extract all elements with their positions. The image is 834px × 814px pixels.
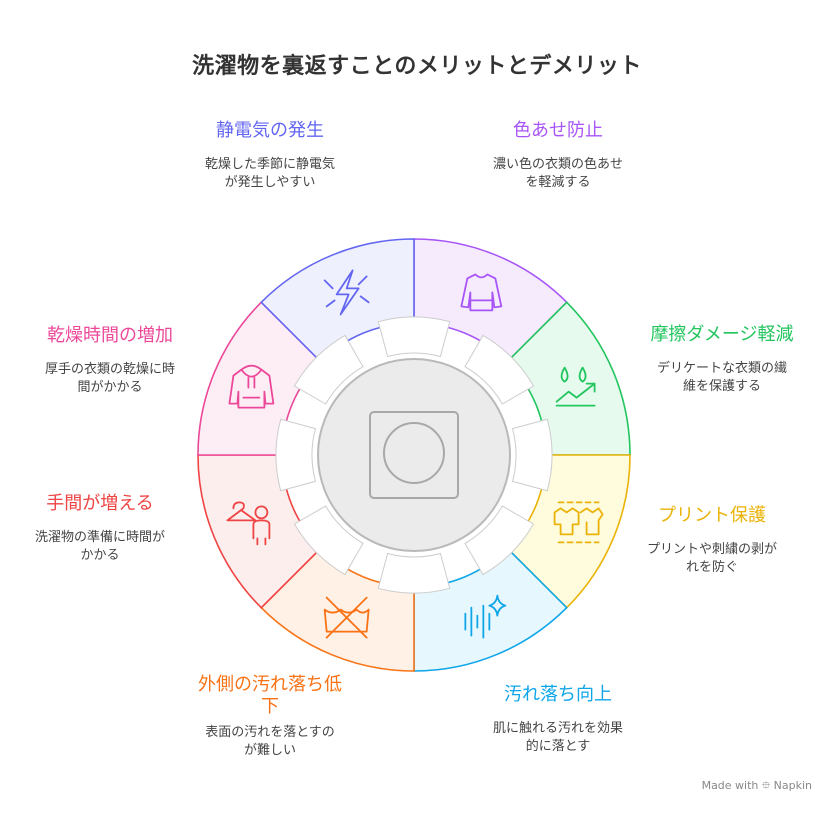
label-description: デリケートな衣類の繊維を保護する [612,360,832,396]
desc-line-2: が難しい [243,743,296,758]
static-bolt-icon [323,269,370,316]
desc-line-1: 表面の汚れを落とすの [205,725,335,740]
label-time: 手間が増える洗濯物の準備に時間がかかる [10,493,190,565]
desc-line-2: かかる [80,548,120,563]
label-title: 色あせ防止 [513,120,603,141]
label-title: 汚れ落ち向上 [504,684,612,705]
label-title: 手間が増える [46,493,154,514]
label-dye: 色あせ防止濃い色の衣類の色あせを軽減する [458,120,658,192]
label-damage: 摩擦ダメージ軽減デリケートな衣類の繊維を保護する [612,324,832,396]
label-description: プリントや刺繍の剥がれを防ぐ [612,541,812,577]
connector-tab [464,334,535,405]
desc-line-1: デリケートな衣類の繊 [656,361,787,376]
sweater-icon [460,273,503,312]
label-title: 摩擦ダメージ軽減 [650,324,794,345]
connector-tab [293,334,364,405]
label-title: 外側の汚れ落ち低 [198,674,342,695]
label-description: 濃い色の衣類の色あせを軽減する [458,156,658,192]
desc-line-1: 厚手の衣類の乾燥に時 [44,362,175,377]
diagram-title: 洗濯物を裏返すことのメリットとデメリット [192,54,642,79]
no-wash-icon [323,596,370,639]
desc-line-2: 的に落とす [525,739,591,754]
label-dirt-in: 汚れ落ち向上肌に触れる汚れを効果的に落とす [458,684,658,756]
connector-tab [464,505,535,576]
tshirts-icon [553,501,604,544]
label-description: 表面の汚れを落とすのが難しい [170,724,370,760]
label-title-cont: 下 [261,696,279,717]
desc-line-2: 維を保護する [682,379,761,394]
label-description: 肌に触れる汚れを効果的に落とす [458,720,658,756]
desc-line-1: 洗濯物の準備に時間が [34,530,165,545]
connector-tab [275,418,317,492]
label-title: 静電気の発生 [216,120,324,141]
desc-line-2: 間がかかる [77,380,143,395]
hub-circle [317,358,511,552]
label-description: 乾燥した季節に静電気が発生しやすい [170,156,370,192]
desc-line-1: プリントや刺繍の剥が [646,542,777,557]
desc-line-2: れを防ぐ [685,560,738,575]
label-dirt-out: 外側の汚れ落ち低下表面の汚れを落とすのが難しい [170,674,370,760]
sparkle-wave-icon [464,594,507,639]
connector-tab [377,316,451,358]
connector-tab [377,552,451,594]
desc-line-1: 濃い色の衣類の色あせ [492,157,623,172]
label-title: 乾燥時間の増加 [47,325,173,346]
connector-tab [511,418,553,492]
desc-line-2: が発生しやすい [224,175,316,190]
label-static: 静電気の発生乾燥した季節に静電気が発生しやすい [170,120,370,192]
washer-icon [369,411,459,499]
hoodie-icon [228,364,275,409]
center-hub [317,358,511,552]
label-title: プリント保護 [658,505,766,526]
hanger-person-icon [226,501,271,546]
droplets-trend-icon [555,366,596,407]
label-description: 洗濯物の準備に時間がかかる [10,529,190,565]
label-dry: 乾燥時間の増加厚手の衣類の乾燥に時間がかかる [10,325,210,397]
desc-line-1: 乾燥した季節に静電気 [204,157,335,172]
desc-line-1: 肌に触れる汚れを効果 [492,721,623,736]
label-print: プリント保護プリントや刺繍の剥がれを防ぐ [612,505,812,577]
label-description: 厚手の衣類の乾燥に時間がかかる [10,361,210,397]
desc-line-2: を軽減する [525,175,591,190]
napkin-watermark: Made with ⯐ Napkin [701,779,812,792]
connector-tab [293,505,364,576]
